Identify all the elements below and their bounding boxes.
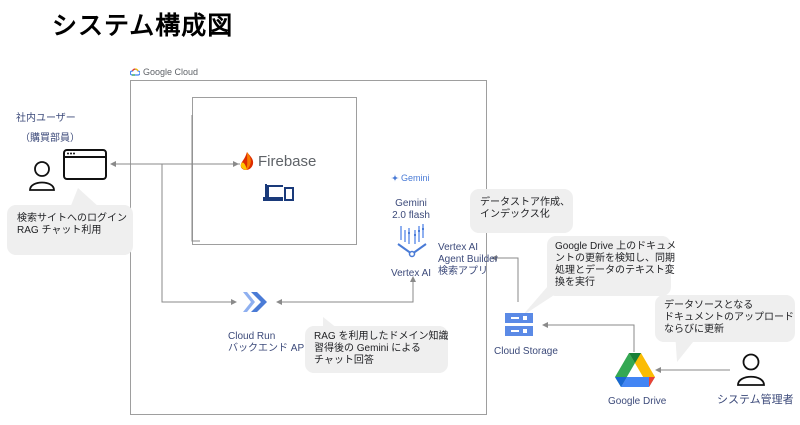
devices-icon xyxy=(263,184,294,201)
rag-bubble: RAG を利用したドメイン知識 習得後の Gemini による チャット回答 xyxy=(305,326,448,373)
firebase-box xyxy=(192,97,357,245)
agent-builder-line: 検索アプリ xyxy=(438,266,488,277)
agent-builder-line: Agent Builder xyxy=(438,254,499,265)
datastore-bubble-line: データストア作成、 xyxy=(480,197,570,208)
user-subtitle: （購買部員） xyxy=(20,133,80,144)
datastore-bubble-line: インデックス化 xyxy=(480,209,550,220)
admin-bubble-line: ドキュメントのアップロード xyxy=(664,312,794,323)
agent-builder-label: Vertex AI Agent Builder 検索アプリ xyxy=(438,242,498,278)
gemini-model: Gemini 2.0 flash xyxy=(386,198,436,222)
admin-label: システム管理者 xyxy=(717,394,794,406)
rag-bubble-line: チャット回答 xyxy=(314,355,374,366)
user-bubble-line: 検索サイトへのログイン xyxy=(17,213,127,224)
bubble-tail xyxy=(70,188,100,208)
admin-bubble-line: ならびに更新 xyxy=(664,324,724,335)
cloud-storage-label: Cloud Storage xyxy=(494,346,558,357)
user-icon xyxy=(29,161,55,191)
firebase-flame-icon xyxy=(240,152,254,170)
user-bubble: 検索サイトへのログイン RAG チャット利用 xyxy=(7,205,133,255)
datastore-bubble: データストア作成、 インデックス化 xyxy=(470,189,573,233)
browser-icon[interactable] xyxy=(63,149,109,181)
agent-builder-line: Vertex AI xyxy=(438,242,479,253)
cloud-run-desc: バックエンド API xyxy=(228,343,307,354)
cloud-storage-icon xyxy=(505,313,533,336)
cloud-run-name: Cloud Run xyxy=(228,331,276,342)
google-cloud-logo: Google Cloud xyxy=(130,67,198,77)
page-title: システム構成図 xyxy=(52,12,234,40)
firebase-logo: Firebase xyxy=(239,151,316,171)
admin-bubble: データソースとなる ドキュメントのアップロード ならびに更新 xyxy=(655,295,795,342)
drive-sync-bubble-line: 換を実行 xyxy=(555,277,595,288)
drive-sync-bubble-line: 処理とデータのテキスト変 xyxy=(555,265,675,276)
cloud-run-label: Cloud Run バックエンド API xyxy=(228,331,307,355)
drive-sync-bubble-line: ントの更新を検知し、同期 xyxy=(555,253,675,264)
gemini-model-name: Gemini xyxy=(395,198,427,209)
drive-sync-bubble: Google Drive 上のドキュメ ントの更新を検知し、同期 処理とデータの… xyxy=(547,236,677,296)
admin-bubble-line: データソースとなる xyxy=(664,300,754,311)
drive-sync-bubble-line: Google Drive 上のドキュメ xyxy=(555,241,677,252)
vertex-ai-label: Vertex AI xyxy=(391,268,432,279)
google-drive-icon xyxy=(615,353,655,387)
gemini-sparkle-icon xyxy=(391,174,399,182)
cloud-icon xyxy=(130,68,140,76)
user-bubble-line: RAG チャット利用 xyxy=(17,225,102,236)
firebase-label: Firebase xyxy=(258,152,317,170)
rag-bubble-line: RAG を利用したドメイン知識 xyxy=(314,331,449,342)
google-cloud-label: Google Cloud xyxy=(143,67,199,77)
rag-bubble-line: 習得後の Gemini による xyxy=(314,343,421,354)
vertex-ai-icon xyxy=(397,224,427,258)
google-drive-label: Google Drive xyxy=(608,396,667,407)
gemini-logo: Gemini xyxy=(391,173,430,183)
gemini-model-version: 2.0 flash xyxy=(392,210,430,221)
admin-user-icon xyxy=(737,353,765,386)
gemini-logo-label: Gemini xyxy=(401,173,430,183)
cloud-run-icon xyxy=(243,292,267,312)
user-title: 社内ユーザー xyxy=(16,113,76,124)
